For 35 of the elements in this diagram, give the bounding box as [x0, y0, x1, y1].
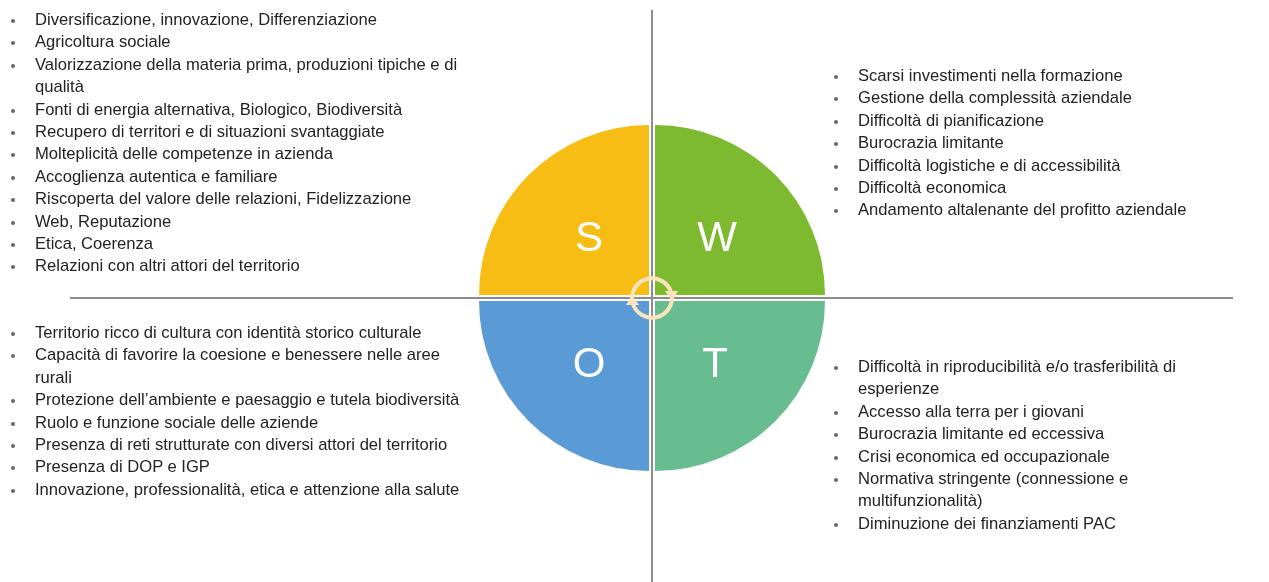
bullet-item: Molteplicità delle competenze in azienda	[35, 143, 334, 166]
quadrant-letter: S	[575, 216, 603, 258]
bullet-item: Accoglienza autentica e familiare	[35, 165, 279, 188]
bullet-item: Etica, Coerenza	[35, 233, 155, 256]
bullet-item: Riscoperta del valore delle relazioni, Fidelizzazione	[35, 188, 413, 211]
bullet-item: Accesso alla terra per i giovani	[858, 400, 1085, 423]
bullet-item: Fonti di energia alternativa, Biologico, Biodiversità	[35, 98, 404, 121]
bullet-item: Territorio ricco di cultura con identità storico culturale	[35, 322, 423, 344]
bullet-item: Difficoltà di pianificazione	[858, 109, 1045, 132]
bullet-item: Scarsi investimenti nella formazione	[858, 65, 1124, 87]
bullet-item: Recupero di territori e di situazioni svantaggiate	[35, 121, 386, 144]
bullet-item: Capacità di favorire la coesione e benessere nelle aree rurali	[35, 344, 441, 389]
bullet-item: Innovazione, professionalità, etica e attenzione alla salute	[35, 478, 460, 501]
bullet-item: Presenza di DOP e IGP	[35, 456, 211, 479]
bullet-item: Ruolo e funzione sociale delle aziende	[35, 411, 320, 434]
bullet-item: Burocrazia limitante ed eccessiva	[858, 423, 1106, 446]
bullet-item: Protezione dell’ambiente e paesaggio e tutela biodiversità	[35, 389, 460, 412]
bullet-item: Web, Reputazione	[35, 210, 173, 233]
bullet-item: Crisi economica ed occupazionale	[858, 445, 1111, 468]
bullet-item: Relazioni con altri attori del territorio	[35, 255, 301, 278]
bullet-item: Normativa stringente (connessione e multifunzionalità)	[858, 468, 1130, 513]
bullet-item: Diversificazione, innovazione, Differenziazione	[35, 9, 378, 31]
bullet-item: Andamento altalenante del profitto aziendale	[858, 199, 1188, 222]
bullet-item: Presenza di reti strutturate con diversi attori del territorio	[35, 434, 449, 457]
bullet-item: Valorizzazione della materia prima, produzioni tipiche e di qualità	[35, 53, 459, 99]
bullet-item: Difficoltà economica	[858, 177, 1008, 200]
bullet-item: Gestione della complessità aziendale	[858, 87, 1133, 110]
bullet-item: Difficoltà in riproducibilità e/o trasferibilità di esperienze	[858, 356, 1177, 401]
quadrant-letter: W	[697, 216, 737, 258]
bullet-item: Difficoltà logistiche e di accessibilità	[858, 154, 1122, 177]
quadrant-letter: O	[572, 342, 606, 384]
bullet-item: Agricoltura sociale	[35, 31, 172, 54]
bullet-item: Diminuzione dei finanziamenti PAC	[858, 512, 1117, 535]
quadrant-letter: T	[702, 342, 728, 384]
bullet-item: Burocrazia limitante	[858, 132, 1005, 155]
